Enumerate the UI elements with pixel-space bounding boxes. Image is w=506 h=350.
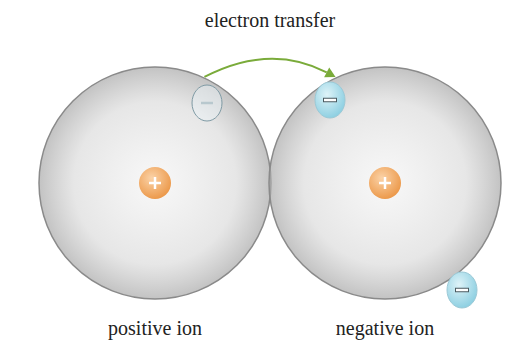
ion-label: negative ion <box>336 316 434 340</box>
ion-label: positive ion <box>108 316 202 340</box>
atom-circle <box>269 67 501 299</box>
arrow-label: electron transfer <box>203 8 337 32</box>
transfer-arrow <box>204 59 335 78</box>
atom-circle <box>39 67 271 299</box>
atom-shape <box>38 66 272 300</box>
atom-shape <box>268 66 502 300</box>
electron <box>315 82 345 118</box>
atom: positive ion <box>38 66 272 300</box>
nucleus <box>139 167 171 199</box>
transferred-electron <box>192 85 222 121</box>
electron <box>447 272 477 308</box>
atom: negative ion <box>268 66 502 300</box>
nucleus <box>369 167 401 199</box>
